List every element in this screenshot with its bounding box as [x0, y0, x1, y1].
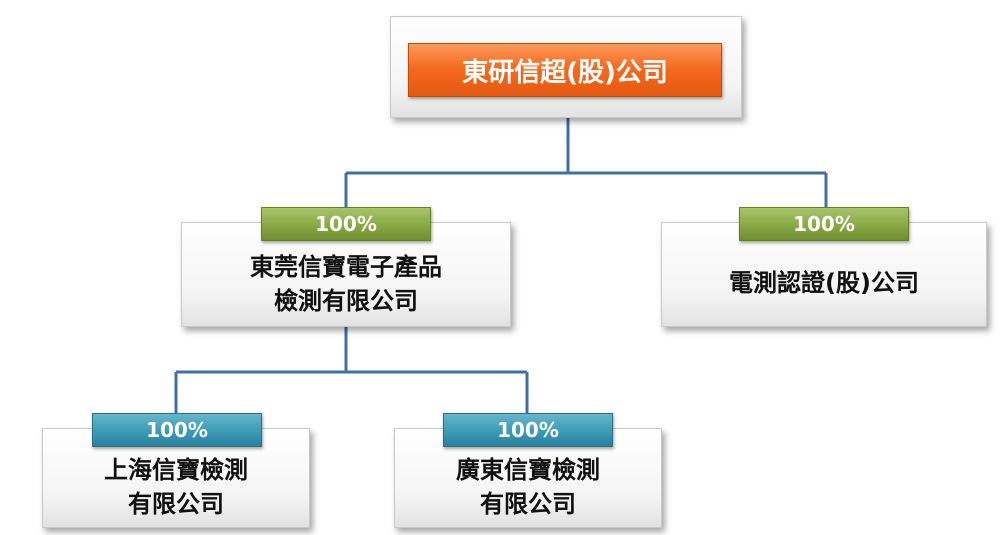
- subsidiary-name-line: 東莞信寶電子產品: [250, 253, 442, 281]
- subsidiary-node: 電測認證(股)公司: [661, 222, 987, 327]
- root-company-name: 東研信超(股)公司: [408, 43, 722, 97]
- subsidiary-node: 廣東信寶檢測 有限公司: [394, 428, 662, 528]
- ownership-badge: 100%: [261, 207, 431, 241]
- subsidiary-name-line: 有限公司: [128, 490, 224, 518]
- subsidiary-name-line: 上海信寶檢測: [104, 456, 248, 484]
- ownership-badge: 100%: [92, 413, 262, 447]
- ownership-badge: 100%: [739, 207, 909, 241]
- root-node: 東研信超(股)公司: [390, 16, 742, 118]
- subsidiary-name-line: 廣東信寶檢測: [456, 456, 600, 484]
- subsidiary-name-line: 有限公司: [480, 490, 576, 518]
- connector-root-to-level1: [344, 118, 828, 222]
- subsidiary-name-line: 電測認證(股)公司: [729, 269, 919, 297]
- connector-level1-to-level2: [174, 327, 529, 428]
- subsidiary-name-line: 檢測有限公司: [274, 287, 418, 315]
- ownership-badge: 100%: [443, 413, 613, 447]
